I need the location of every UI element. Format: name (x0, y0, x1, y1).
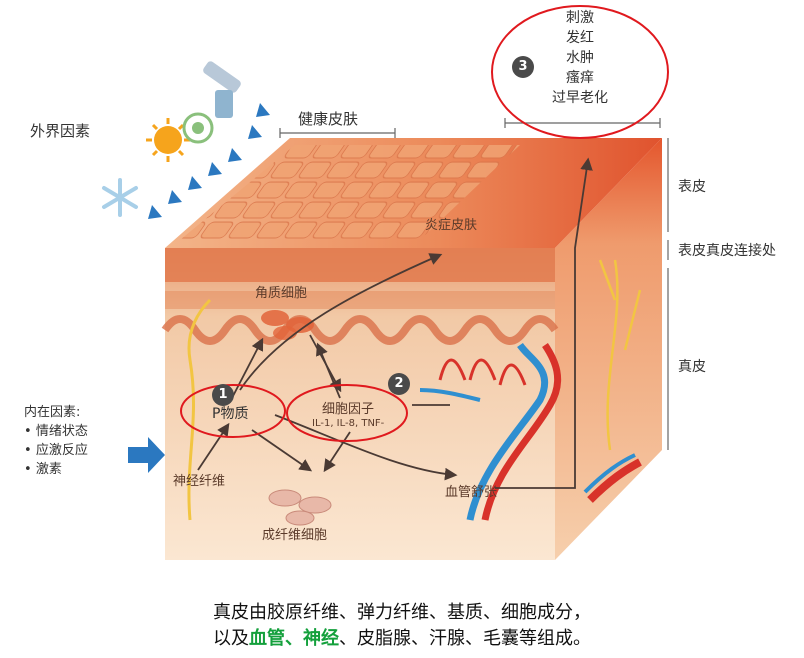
cascade-arrows (197, 157, 593, 489)
fibroblast-label: 成纤维细胞 (262, 528, 328, 543)
skin-side-face (555, 138, 662, 560)
pollen-icon (182, 112, 214, 144)
hair-dryer-icon (203, 61, 241, 118)
caption-line-2: 以及血管、神经、皮脂腺、汗腺、毛囊等组成。 (0, 624, 804, 650)
inflamed-skin-label: 炎症皮肤 (425, 218, 478, 233)
wind-arrows-icon (148, 103, 270, 219)
symptom-item: 发红 (566, 30, 594, 46)
internal-factor-text: 应激反应 (35, 443, 88, 458)
cytokine-label: 细胞因子 (322, 402, 375, 417)
fibroblast-cells (268, 489, 332, 526)
vasodilation-label: 血管舒张 (445, 485, 498, 500)
side-vessel-blue (583, 453, 636, 494)
internal-factor-text: 情绪状态 (35, 424, 88, 439)
circle-cytokine (286, 384, 408, 442)
step-1-badge: 1 (212, 384, 234, 406)
keratinocyte-cells (261, 310, 314, 340)
symptom-item: 水肿 (566, 50, 594, 66)
nerve-fiber-label: 神经纤维 (173, 474, 226, 489)
epidermis-label: 表皮 (678, 179, 706, 195)
internal-factor-item: • 激素 (24, 462, 62, 477)
capillary-loops (438, 358, 527, 386)
external-factors-label: 外界因素 (30, 122, 91, 140)
nerve-fiber-line (187, 298, 212, 521)
circle-substance-p (180, 384, 286, 438)
blood-vessel-red (481, 343, 562, 521)
junction-label: 表皮真皮连接处 (678, 243, 776, 259)
internal-factors-list: 内在因素: • 情绪状态 • 应激反应 • 激素 (24, 403, 88, 479)
caption-line-1: 真皮由胶原纤维、弹力纤维、基质、细胞成分， (213, 602, 591, 623)
blood-vessel-blue (466, 342, 549, 521)
symptom-item: 过早老化 (552, 90, 608, 106)
caption-text-end: 、皮脂腺、汗腺、毛囊等组成。 (339, 628, 591, 649)
skin-cell-texture (180, 145, 520, 240)
symptom-item: 刺激 (566, 10, 594, 26)
internal-factor-item: • 应激反应 (24, 443, 88, 458)
dermis-front-face (165, 248, 555, 560)
healthy-skin-label: 健康皮肤 (298, 110, 359, 128)
step-2-badge: 2 (388, 373, 410, 395)
caption-highlight: 血管、神经 (249, 628, 339, 649)
dermal-papillae (161, 315, 559, 345)
sun-icon (146, 118, 190, 162)
epidermis-band (165, 248, 555, 282)
capillary-blue (419, 388, 481, 402)
substance-p-label: P物质 (212, 406, 249, 422)
symptoms-list: 刺激 发红 水肿 瘙痒 过早老化 (544, 8, 616, 108)
caption-text: 以及 (213, 628, 249, 649)
internal-factors-title: 内在因素: (24, 405, 81, 420)
internal-factor-text: 激素 (35, 462, 62, 477)
nerve-fiber-line-side (598, 259, 642, 451)
internal-factor-item: • 情绪状态 (24, 424, 88, 439)
snowflake-icon (102, 178, 138, 217)
keratinocyte-label: 角质细胞 (255, 286, 308, 301)
step-3-badge: 3 (512, 56, 534, 78)
side-vessel (587, 458, 642, 503)
dermis-label: 真皮 (678, 359, 706, 375)
cytokine-detail-label: IL-1, IL-8, TNF- (312, 418, 385, 429)
symptom-item: 瘙痒 (566, 70, 594, 86)
internal-factor-arrow (128, 437, 165, 473)
circle-symptoms (491, 5, 669, 139)
